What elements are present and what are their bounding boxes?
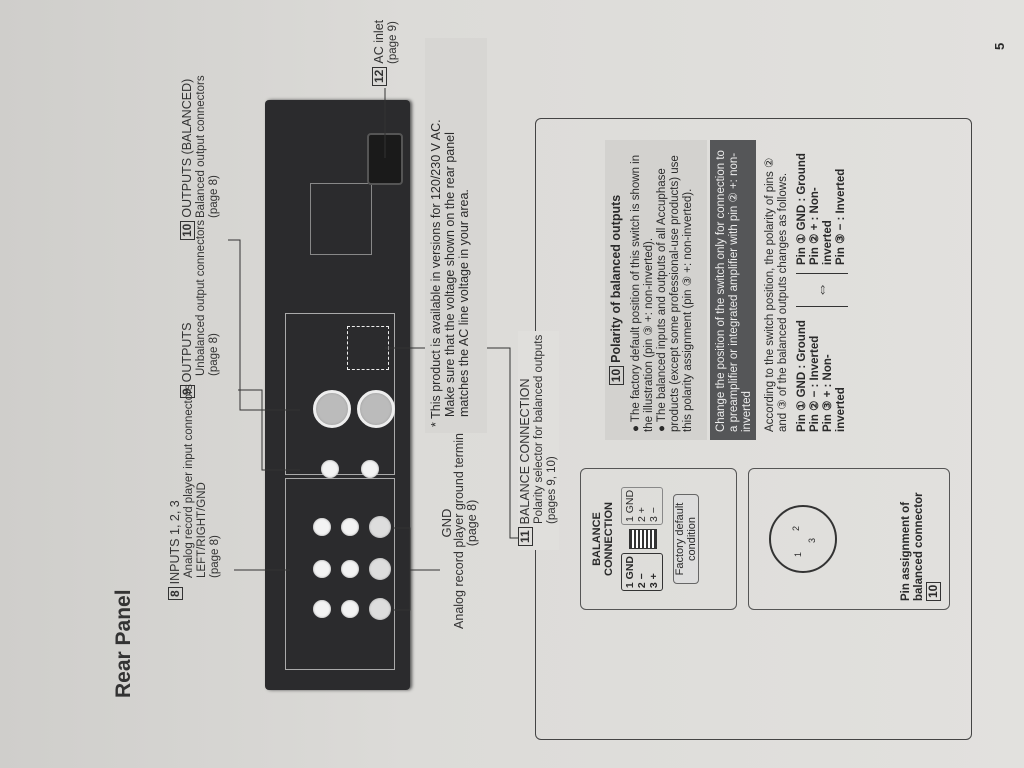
pin-polarity-table: According to the switch position, the po…: [760, 140, 852, 440]
caption: balanced connector: [913, 492, 925, 601]
pin-assignment-box: 1 2 3 Pin assignment of balanced connect…: [748, 468, 950, 610]
section-title: Polarity of balanced outputs: [609, 194, 623, 363]
pin-row: Pin ③ − : Inverted: [835, 168, 847, 265]
balance-connection-heading: 11 BALANCE CONNECTION Polarity selector f…: [518, 330, 559, 550]
bullet-text: The factory default position of this swi…: [630, 154, 655, 432]
section-number: 10: [926, 581, 941, 601]
callout-desc: Polarity selector for balanced outputs: [533, 334, 545, 524]
switch-label: 3 +: [648, 573, 660, 589]
switch-label: 1 GND: [624, 556, 636, 589]
swap-arrow-icon: ⇔: [813, 282, 831, 298]
section-number: 10: [609, 365, 624, 386]
bullet: ● The balanced inputs and outputs of all…: [656, 155, 694, 432]
slide-switch-icon: [629, 529, 657, 549]
callout-title: BALANCE CONNECTION: [518, 378, 532, 525]
pin-row: Pin ② − : Inverted: [809, 335, 821, 432]
leader-line: [238, 389, 300, 471]
warning-box: Change the position of the switch only f…: [710, 140, 756, 440]
pin-number: 1: [793, 551, 803, 557]
diagram-title: CONNECTION: [603, 502, 615, 576]
xlr-connector-icon: 1 2 3: [769, 505, 837, 573]
switch-label: 2 −: [636, 573, 648, 589]
switch-label: 1 GND: [624, 489, 636, 522]
page-number: 5: [992, 42, 1007, 50]
switch-label: 3 −: [648, 507, 660, 522]
callout-number: 11: [518, 527, 533, 546]
pin-number: 2: [791, 525, 801, 531]
bullet: ● The factory default position of this s…: [630, 154, 655, 432]
switch-diagram-box: BALANCE CONNECTION 1 GND 2 − 3 + 1 GND 2…: [580, 468, 737, 610]
polarity-info: 10 Polarity of balanced outputs ● The fac…: [605, 140, 707, 440]
pin-number: 3: [807, 537, 817, 543]
callout-text: Factory default: [674, 502, 686, 576]
note-line: matches the AC line voltage in your area…: [457, 189, 471, 417]
leader-line: [228, 239, 300, 411]
callout-ref: (pages 9, 10): [546, 456, 558, 524]
pin-row: Pin ① GND : Ground: [796, 320, 808, 432]
leader-line: [392, 527, 411, 611]
note-line: Make sure that the voltage shown on the …: [443, 132, 457, 417]
bullet-text: The balanced inputs and outputs of all A…: [656, 155, 694, 432]
diagram-title: BALANCE: [591, 512, 603, 566]
caption: Pin assignment of: [900, 501, 912, 601]
voltage-note: * This product is available in versions …: [425, 38, 487, 433]
pin-row: Pin ③ + : Non-inverted: [822, 354, 847, 432]
note-line: * This product is available in versions …: [429, 119, 443, 427]
callout-text: condition: [686, 516, 698, 562]
explain-text: According to the switch position, the po…: [764, 157, 789, 432]
switch-label: 2 +: [636, 507, 648, 522]
pin-row: Pin ② + : Non-inverted: [809, 187, 834, 265]
pin-row: Pin ① GND : Ground: [796, 153, 808, 265]
